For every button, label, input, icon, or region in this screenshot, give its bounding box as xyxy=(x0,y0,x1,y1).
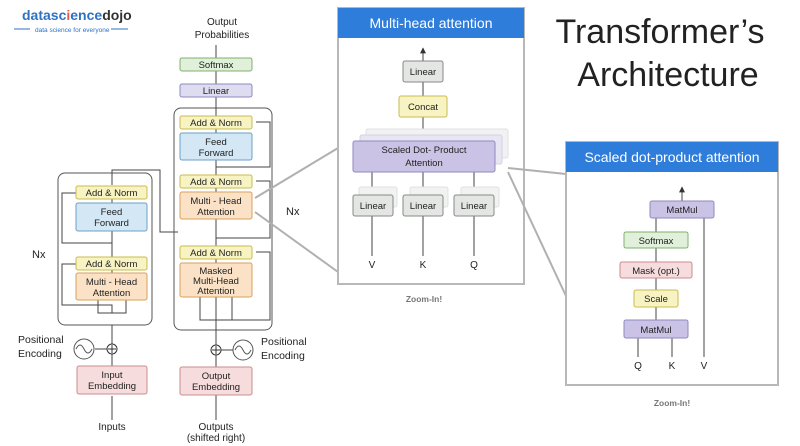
svg-text:Encoding: Encoding xyxy=(261,350,305,362)
logo: datasciencedojo data science for everyon… xyxy=(14,7,132,34)
svg-text:V: V xyxy=(701,361,708,372)
sdp-softmax xyxy=(623,231,689,249)
svg-text:V: V xyxy=(369,260,376,271)
svg-text:Multi-Head: Multi-Head xyxy=(193,276,239,287)
svg-text:Positional: Positional xyxy=(18,334,64,346)
title-line2: Architecture xyxy=(577,56,758,94)
svg-text:Attention: Attention xyxy=(405,158,443,169)
svg-text:Embedding: Embedding xyxy=(192,382,240,393)
svg-text:Outputs: Outputs xyxy=(198,422,233,433)
svg-text:Q: Q xyxy=(634,361,642,372)
svg-text:Attention: Attention xyxy=(93,288,131,299)
mha-linear-v xyxy=(352,194,394,217)
decoder-add-norm-2 xyxy=(179,174,253,189)
sdp-mask xyxy=(619,261,693,279)
sdp-zoom-label: Zoom-In! xyxy=(654,398,691,408)
decoder-nx-box xyxy=(173,107,273,331)
decoder-masked-attention xyxy=(179,262,253,298)
svg-text:Feed: Feed xyxy=(205,137,227,148)
decoder-softmax xyxy=(179,57,253,72)
encoder-add-norm-bottom xyxy=(75,256,148,271)
svg-text:Q: Q xyxy=(470,260,478,271)
mha-panel-header xyxy=(338,8,524,38)
input-embedding xyxy=(76,365,148,395)
mha-scaled-dot-product xyxy=(352,140,496,173)
title-line1: Transformer’s xyxy=(555,13,764,51)
svg-text:Attention: Attention xyxy=(197,286,235,297)
svg-text:Multi-head attention: Multi-head attention xyxy=(370,15,493,31)
encoder-nx-box xyxy=(57,172,153,326)
svg-text:Encoding: Encoding xyxy=(18,348,62,360)
svg-text:Softmax: Softmax xyxy=(199,60,234,71)
svg-text:MatMul: MatMul xyxy=(666,205,697,216)
svg-text:Multi - Head: Multi - Head xyxy=(86,277,137,288)
svg-text:Add & Norm: Add & Norm xyxy=(190,118,242,129)
svg-text:K: K xyxy=(420,260,427,271)
svg-text:datasciencedojo: datasciencedojo xyxy=(22,7,132,23)
logo-tagline: data science for everyone xyxy=(35,27,110,34)
svg-text:Output: Output xyxy=(207,17,237,28)
svg-text:Add & Norm: Add & Norm xyxy=(86,188,138,199)
svg-text:Mask (opt.): Mask (opt.) xyxy=(632,266,680,277)
svg-text:Output: Output xyxy=(202,371,231,382)
svg-text:Scaled dot-product attention: Scaled dot-product attention xyxy=(584,149,759,165)
svg-text:Forward: Forward xyxy=(94,218,129,229)
svg-text:Embedding: Embedding xyxy=(88,381,136,392)
encoder-nx-label: Nx xyxy=(32,249,46,261)
decoder-linear xyxy=(179,83,253,98)
svg-text:Forward: Forward xyxy=(199,148,234,159)
svg-text:Linear: Linear xyxy=(410,201,436,212)
svg-text:Feed: Feed xyxy=(101,207,123,218)
svg-text:Concat: Concat xyxy=(408,102,438,113)
mha-concat xyxy=(398,95,448,118)
svg-text:Linear: Linear xyxy=(360,201,386,212)
sdp-panel-header xyxy=(566,142,778,172)
svg-text:Add & Norm: Add & Norm xyxy=(86,259,138,270)
svg-text:Multi - Head: Multi - Head xyxy=(190,196,241,207)
svg-text:(shifted right): (shifted right) xyxy=(187,433,245,444)
decoder-multi-head-attention xyxy=(179,191,253,220)
svg-text:Linear: Linear xyxy=(410,67,436,78)
svg-text:Probabilities: Probabilities xyxy=(195,30,249,41)
mha-linear-top xyxy=(402,60,444,83)
decoder: Output Probabilities Nx Softmax Linear A… xyxy=(173,17,307,444)
svg-text:Add & Norm: Add & Norm xyxy=(190,177,242,188)
mha-linear-k xyxy=(402,194,444,217)
decoder-nx-label: Nx xyxy=(286,206,300,218)
encoder-add-norm-top xyxy=(75,185,148,200)
svg-text:Softmax: Softmax xyxy=(639,236,674,247)
encoder-feed-forward xyxy=(75,202,148,232)
svg-text:Linear: Linear xyxy=(203,86,229,97)
svg-text:Linear: Linear xyxy=(461,201,487,212)
encoder-multi-head-attention xyxy=(75,272,148,301)
decoder-feed-forward xyxy=(179,132,253,161)
output-embedding xyxy=(179,366,253,396)
mha-linear-q xyxy=(453,194,495,217)
inputs-label: Inputs xyxy=(98,422,125,433)
decoder-add-norm-1 xyxy=(179,115,253,130)
multi-head-attention-panel: Multi-head attention Linear Concat Scale… xyxy=(337,7,525,285)
svg-text:Positional: Positional xyxy=(261,336,307,348)
svg-text:Scale: Scale xyxy=(644,294,668,305)
sdp-scale xyxy=(633,289,679,308)
sdp-matmul-top xyxy=(649,200,715,219)
decoder-add-norm-3 xyxy=(179,245,253,260)
mha-zoom-label: Zoom-In! xyxy=(406,294,443,304)
svg-text:MatMul: MatMul xyxy=(640,325,671,336)
encoder: Nx Add & Norm Feed Forward Add & Norm Mu… xyxy=(18,169,178,433)
svg-text:Attention: Attention xyxy=(197,207,235,218)
svg-text:Add & Norm: Add & Norm xyxy=(190,248,242,259)
svg-text:Input: Input xyxy=(101,370,122,381)
svg-text:K: K xyxy=(669,361,676,372)
svg-text:Scaled Dot- Product: Scaled Dot- Product xyxy=(381,145,466,156)
svg-text:Masked: Masked xyxy=(199,266,232,277)
sdp-matmul-bottom xyxy=(623,319,689,339)
scaled-dot-product-panel: Scaled dot-product attention MatMul Soft… xyxy=(565,141,779,386)
